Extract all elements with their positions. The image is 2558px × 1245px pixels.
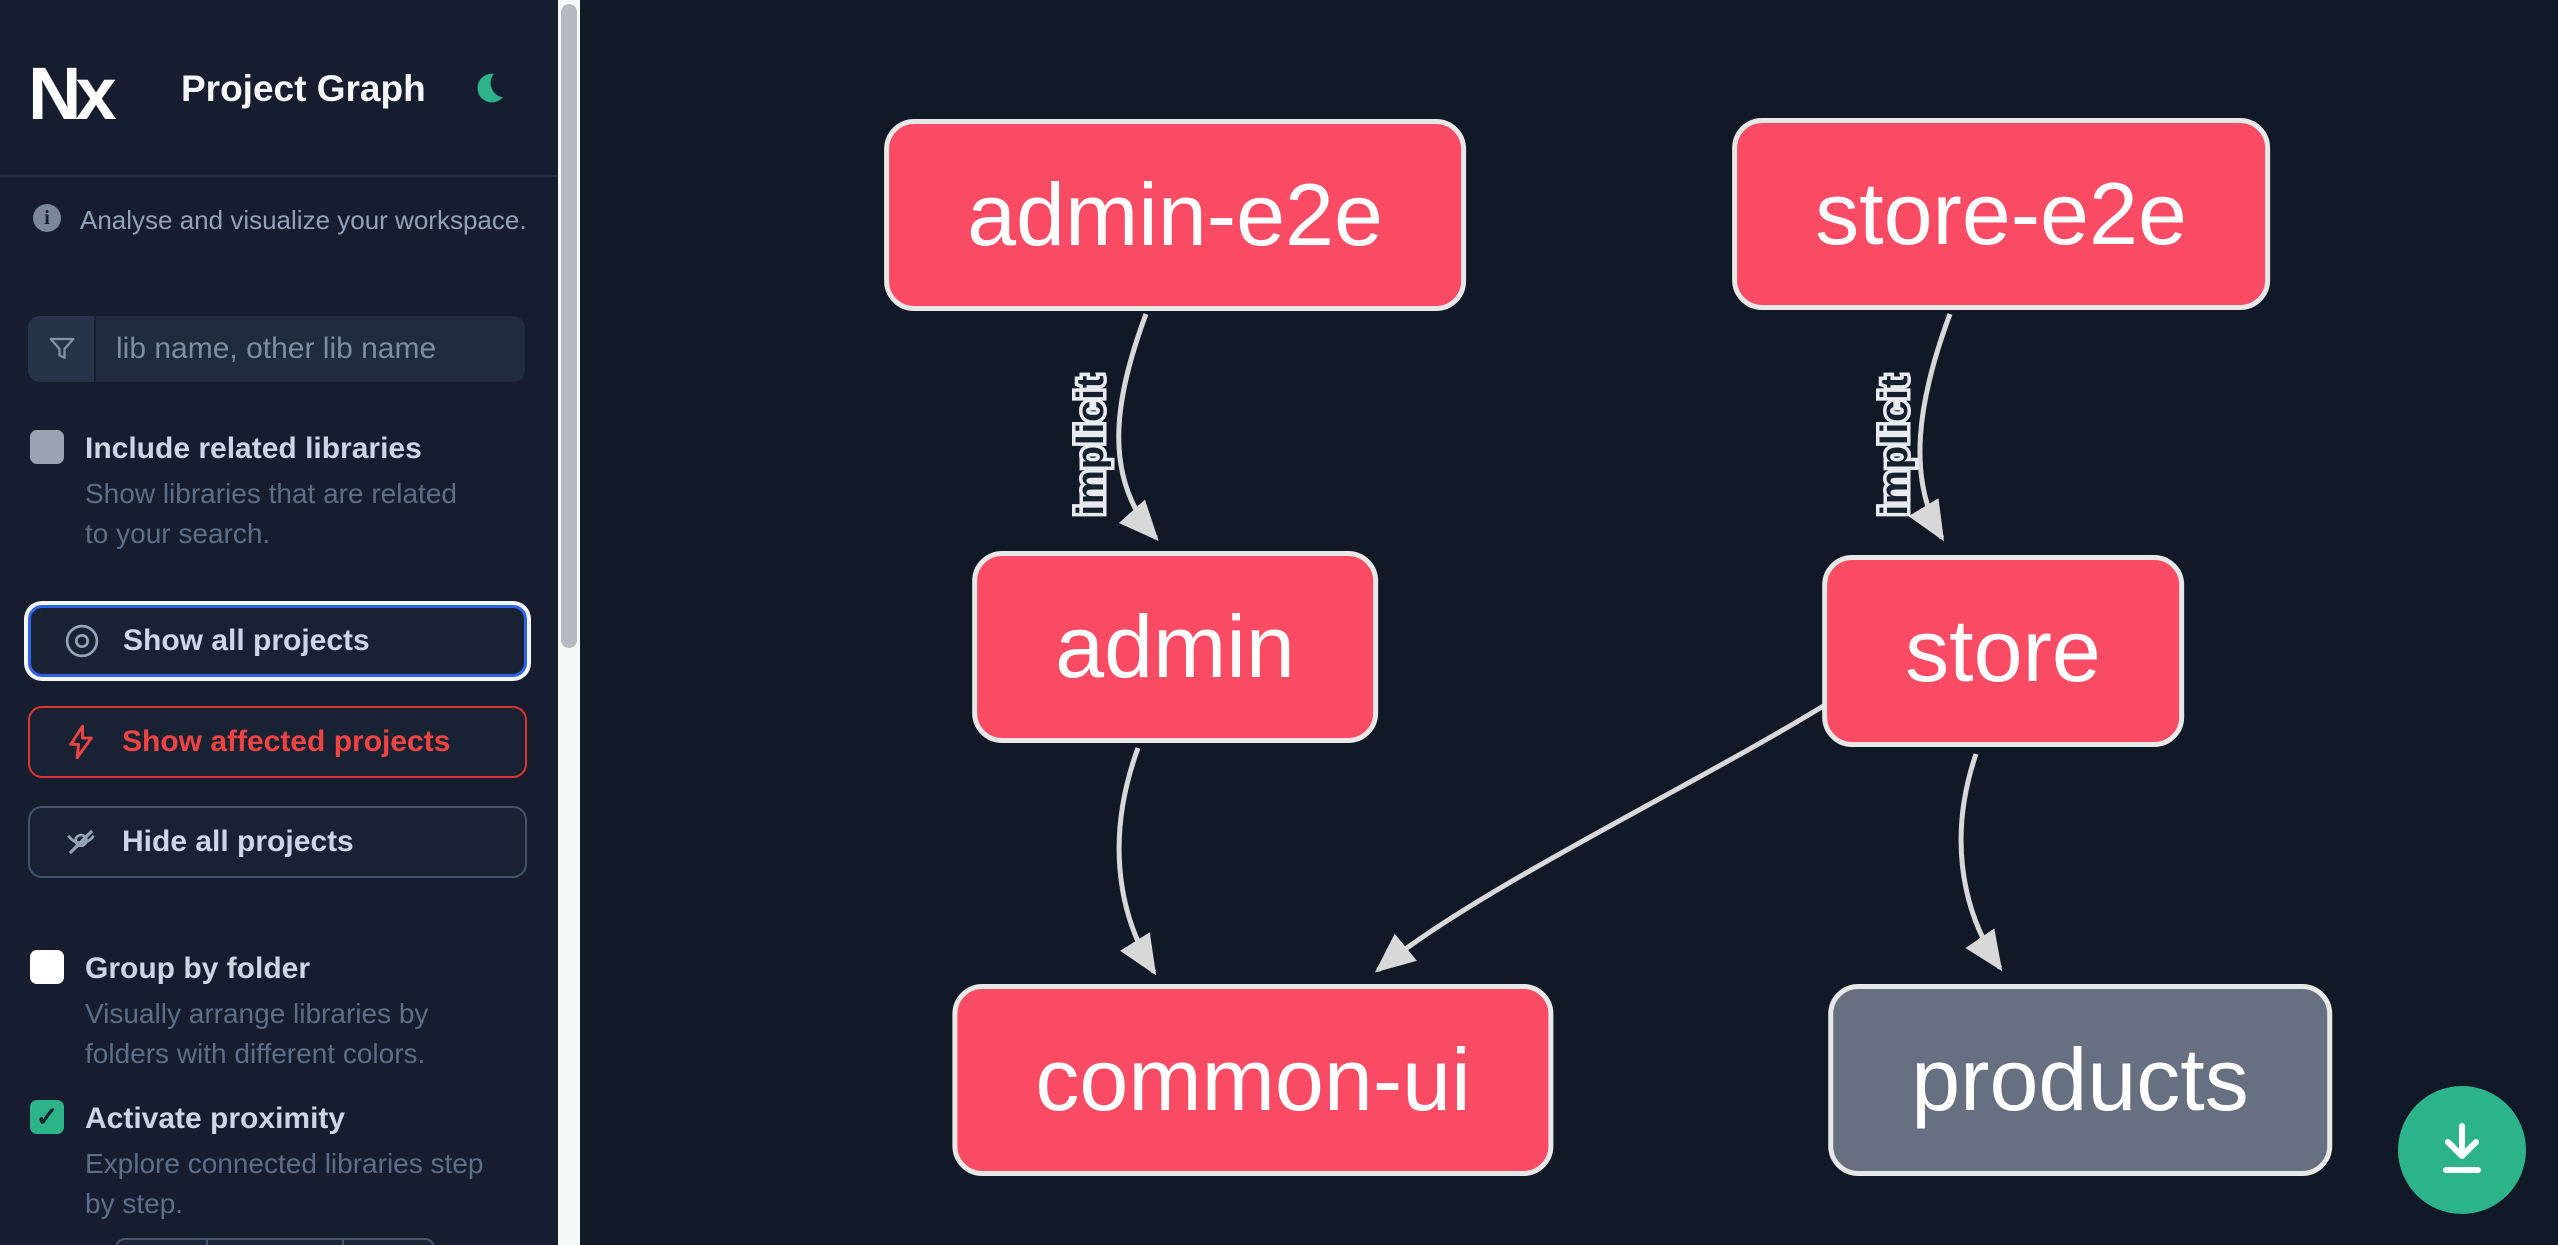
project-filter xyxy=(28,316,525,382)
filter-funnel-icon xyxy=(49,337,75,359)
graph-node-admin[interactable]: admin xyxy=(972,551,1378,743)
graph-node-products[interactable]: products xyxy=(1828,984,2332,1176)
graph-node-common-ui[interactable]: common-ui xyxy=(952,984,1554,1176)
button-label: Hide all projects xyxy=(122,825,354,858)
button-label: Show affected projects xyxy=(122,725,451,758)
graph-node-store[interactable]: store xyxy=(1822,555,2184,747)
segment-decrement[interactable] xyxy=(117,1240,209,1245)
project-graph-canvas[interactable]: implicit implicit admin-e2e store-e2e ad… xyxy=(580,0,2558,1245)
checkbox-description: Explore connected libraries step by step… xyxy=(85,1148,484,1219)
filter-icon-cell xyxy=(28,316,96,382)
lightning-bolt-icon xyxy=(69,724,93,760)
edge-admin-e2e-admin[interactable] xyxy=(1116,313,1159,541)
proximity-depth-control[interactable] xyxy=(115,1238,435,1245)
checkbox-description: Visually arrange libraries by folders wi… xyxy=(85,998,429,1069)
info-text: Analyse and visualize your workspace. xyxy=(80,205,527,235)
edge-label-implicit: implicit xyxy=(1874,374,1916,515)
graph-edges: implicit implicit xyxy=(1067,313,2003,976)
sidebar-scrollbar-track[interactable] xyxy=(558,0,580,1245)
sidebar: Nx Project Graph i Analyse and visualize… xyxy=(0,0,558,1245)
edge-store-e2e-store[interactable] xyxy=(1908,313,1953,542)
sidebar-scrollbar-thumb[interactable] xyxy=(561,4,577,648)
checkbox-label: Activate proximity xyxy=(85,1102,346,1135)
dark-mode-toggle[interactable] xyxy=(472,68,512,108)
nx-logo[interactable]: Nx xyxy=(28,52,117,135)
checkbox-label: Include related libraries xyxy=(85,432,422,465)
group-by-folder-checkbox[interactable] xyxy=(30,950,64,984)
include-related-checkbox[interactable] xyxy=(30,430,64,464)
segment-increment[interactable] xyxy=(344,1240,433,1245)
button-label: Show all projects xyxy=(123,624,370,657)
edge-store-products[interactable] xyxy=(1958,753,2003,972)
graph-node-admin-e2e[interactable]: admin-e2e xyxy=(884,119,1466,311)
download-icon xyxy=(2443,1123,2481,1173)
eye-off-icon xyxy=(67,829,95,855)
edge-admin-common-ui[interactable] xyxy=(1116,747,1157,976)
eye-icon xyxy=(65,624,99,658)
checkbox-label: Group by folder xyxy=(85,952,310,985)
sidebar-header: Nx Project Graph xyxy=(0,0,558,176)
graph-node-store-e2e[interactable]: store-e2e xyxy=(1732,118,2270,310)
page-title: Project Graph xyxy=(181,68,426,109)
info-icon: i xyxy=(33,204,61,232)
search-input[interactable] xyxy=(98,316,523,382)
workspace-info: i Analyse and visualize your workspace. xyxy=(33,203,533,235)
segment-value xyxy=(208,1240,344,1245)
header-divider xyxy=(0,175,558,177)
show-affected-projects-button[interactable]: Show affected projects xyxy=(28,706,527,778)
moon-icon xyxy=(477,73,503,103)
checkbox-description: Show libraries that are related to your … xyxy=(85,478,457,549)
hide-all-projects-button[interactable]: Hide all projects xyxy=(28,806,527,878)
edge-label-implicit: implicit xyxy=(1070,374,1112,515)
show-all-projects-button[interactable]: Show all projects xyxy=(28,605,527,677)
activate-proximity-checkbox[interactable]: ✓ xyxy=(30,1100,64,1134)
edge-store-common-ui[interactable] xyxy=(1374,699,1832,973)
download-graph-button[interactable] xyxy=(2398,1086,2526,1214)
